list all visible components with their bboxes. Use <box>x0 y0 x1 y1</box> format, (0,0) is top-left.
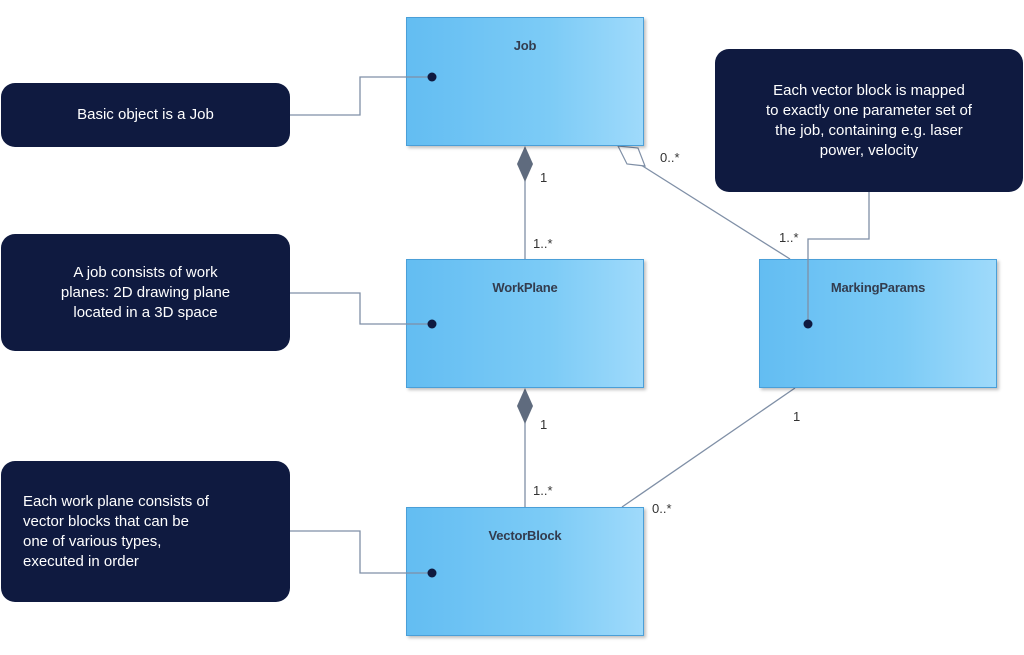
note-line: to exactly one parameter set of <box>766 101 972 119</box>
note-workplane: A job consists of work planes: 2D drawin… <box>1 234 290 351</box>
mult-job-workplane-source: 1 <box>540 170 548 185</box>
mult-workplane-vectorblock-source: 1 <box>540 417 548 432</box>
note-line: located in a 3D space <box>73 303 218 321</box>
vectorblock-note-anchor-line <box>289 530 432 574</box>
note-line: one of various types, <box>23 532 162 550</box>
mult-workplane-vectorblock-target: 1..* <box>533 483 553 498</box>
mult-markingparams-vectorblock-source: 1 <box>793 409 801 424</box>
job-markingparams-line <box>640 164 791 260</box>
markingparams-vectorblock-line <box>621 387 796 508</box>
note-line: planes: 2D drawing plane <box>60 283 231 301</box>
note-line: Each vector block is mapped <box>773 81 965 99</box>
composition-diamond-icon <box>517 146 533 182</box>
class-job[interactable]: Job <box>406 17 644 146</box>
note-line: Each work plane consists of <box>23 492 209 510</box>
note-text: A job consists of work planes: 2D drawin… <box>61 263 230 323</box>
note-vectorblock: Each work plane consists of vector block… <box>1 461 290 602</box>
class-vectorblock[interactable]: VectorBlock <box>406 507 644 636</box>
mult-job-markingparams-source: 0..* <box>660 150 680 165</box>
note-line: the job, containing e.g. laser <box>775 121 963 139</box>
note-markingparams: Each vector block is mapped to exactly o… <box>715 49 1023 192</box>
class-name: MarkingParams <box>830 280 926 295</box>
job-note-anchor-line <box>289 76 432 116</box>
note-text: Each work plane consists of vector block… <box>23 492 209 572</box>
note-line: A job consists of work <box>73 263 218 281</box>
note-job: Basic object is a Job <box>1 83 290 147</box>
aggregation-diamond-icon <box>616 145 646 167</box>
note-text: Basic object is a Job <box>77 105 214 125</box>
note-line: executed in order <box>23 552 139 570</box>
class-workplane[interactable]: WorkPlane <box>406 259 644 388</box>
note-line: power, velocity <box>819 141 919 159</box>
note-line: Basic object is a Job <box>77 106 214 123</box>
workplane-note-anchor-line <box>289 292 432 325</box>
mult-job-workplane-target: 1..* <box>533 236 553 251</box>
mult-job-markingparams-target: 1..* <box>779 230 799 245</box>
class-name: Job <box>513 38 537 53</box>
class-markingparams[interactable]: MarkingParams <box>759 259 997 388</box>
class-name: VectorBlock <box>488 528 562 543</box>
mult-markingparams-vectorblock-target: 0..* <box>652 501 672 516</box>
class-name: WorkPlane <box>492 280 558 295</box>
note-text: Each vector block is mapped to exactly o… <box>766 81 972 161</box>
composition-diamond-icon <box>517 388 533 424</box>
note-line: vector blocks that can be <box>23 512 189 530</box>
